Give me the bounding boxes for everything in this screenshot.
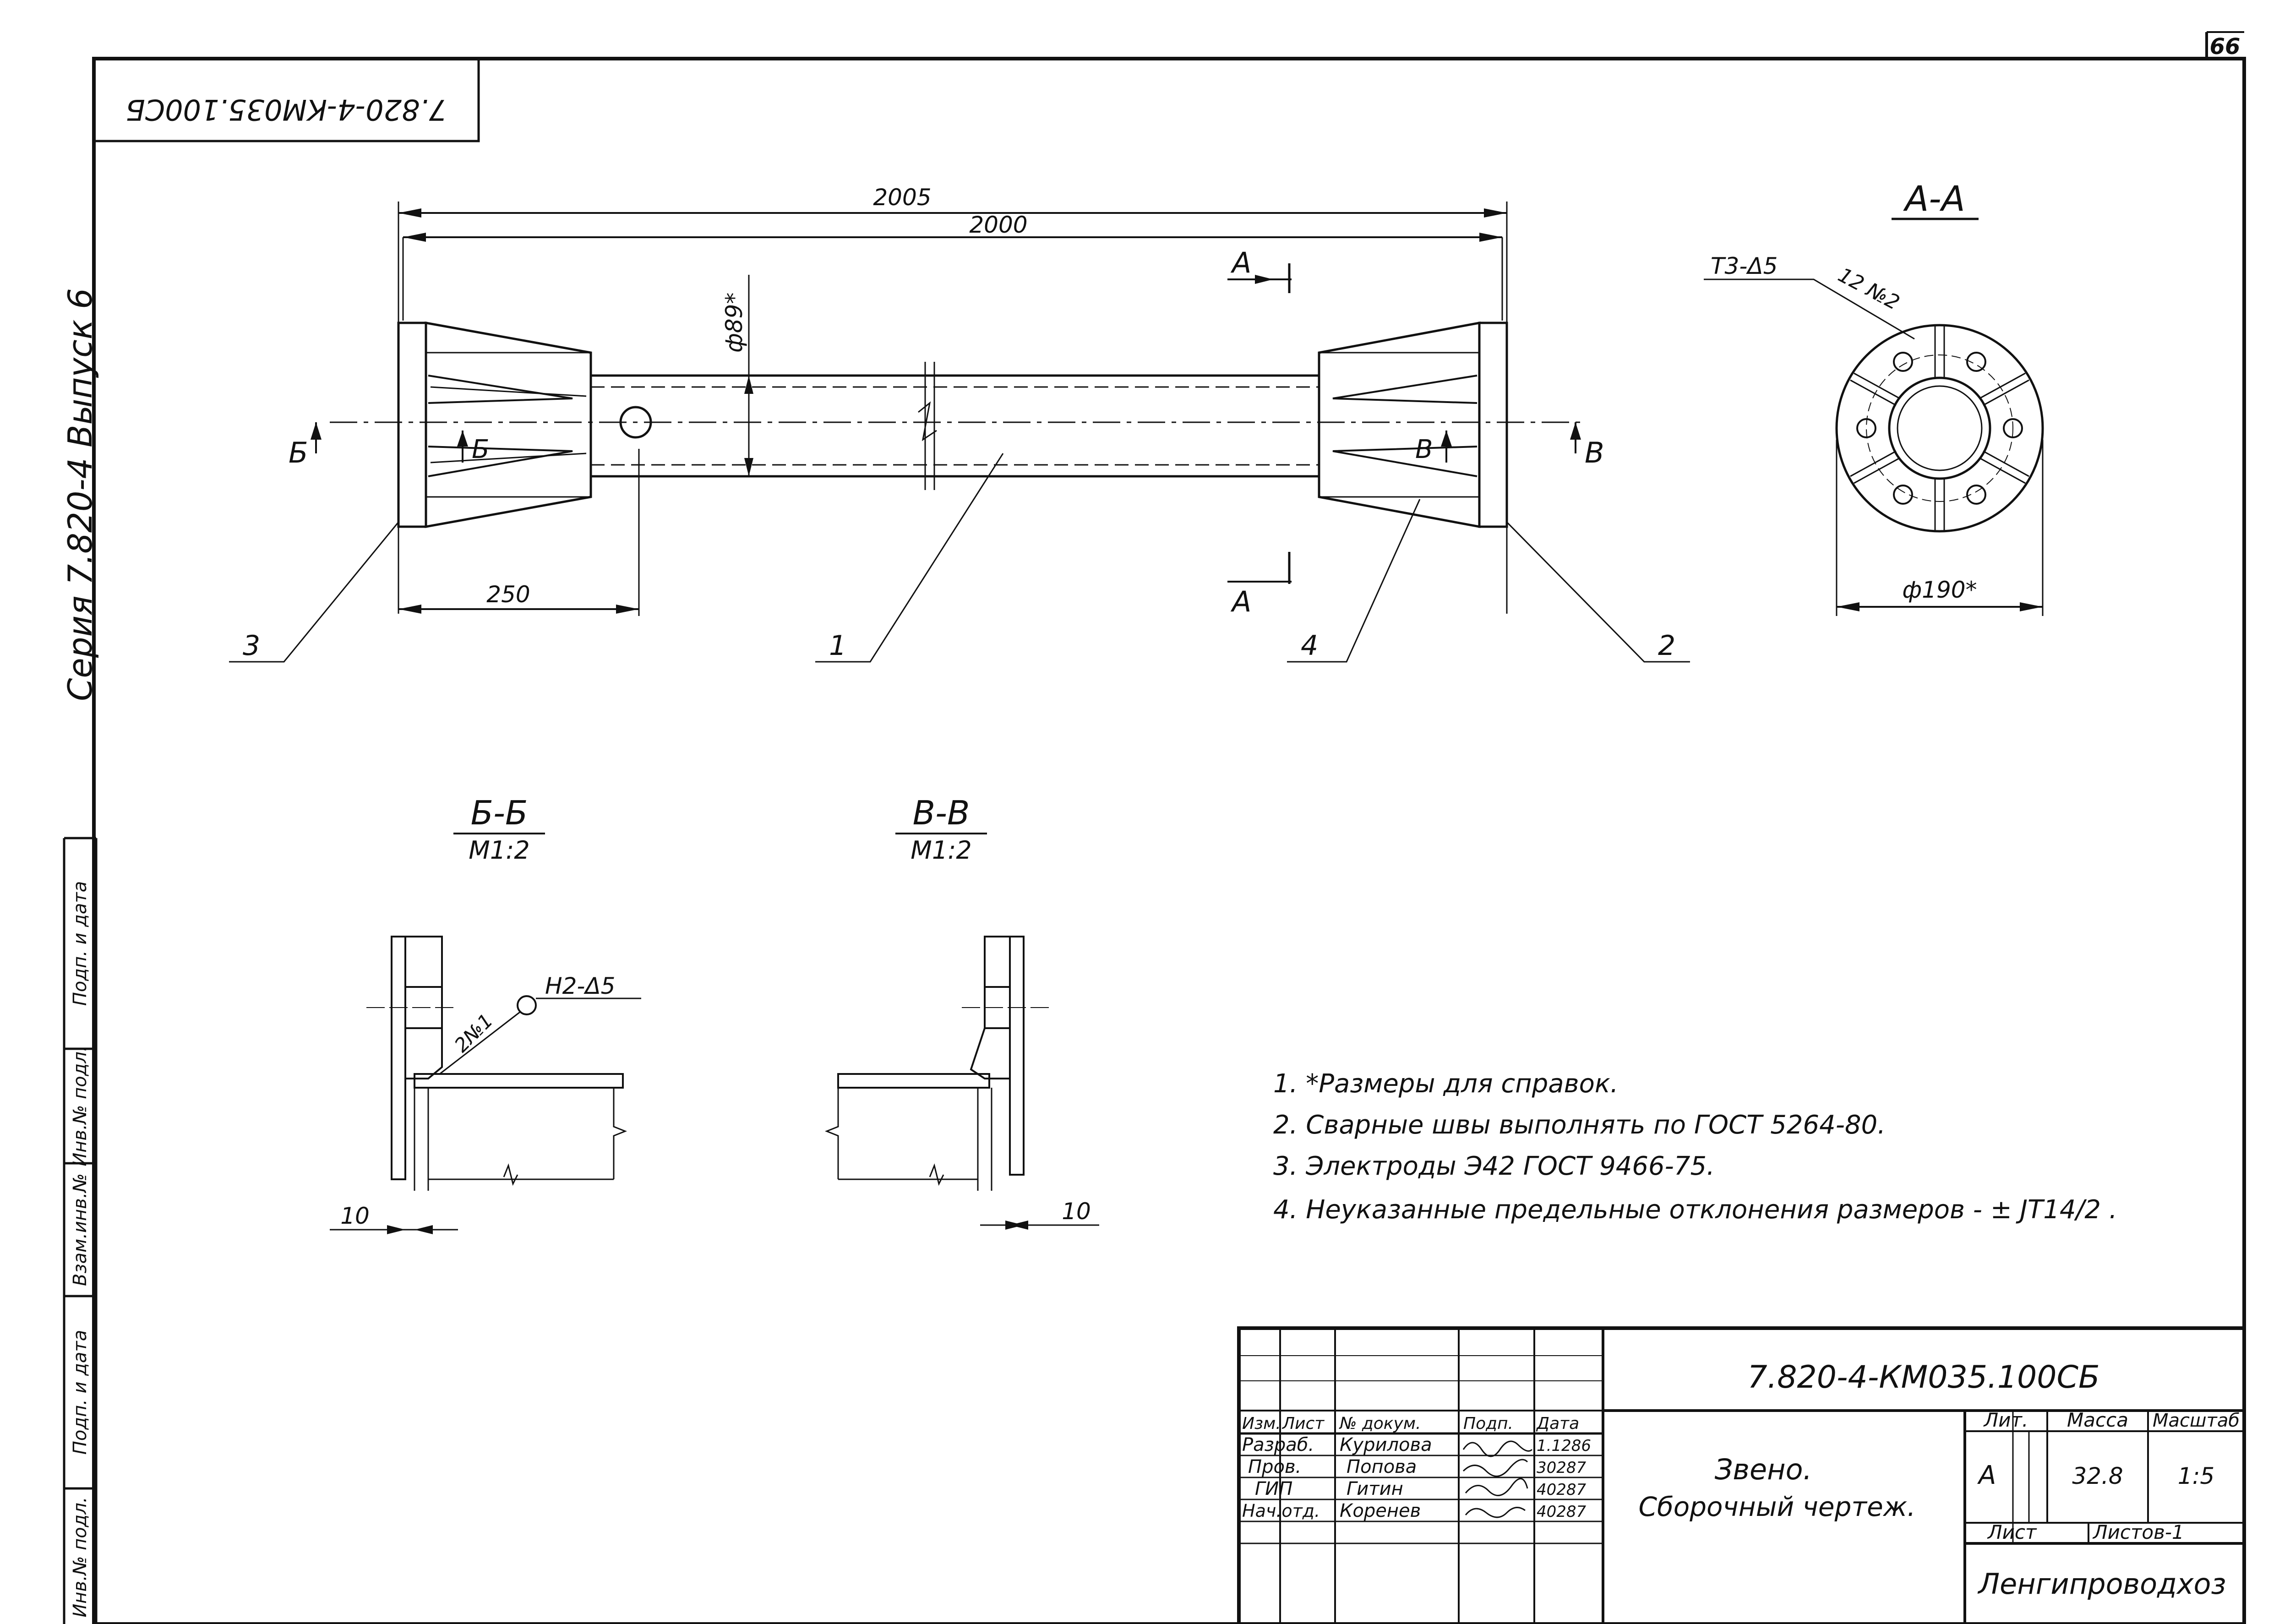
section-b-inner: Б xyxy=(472,435,489,464)
tb-date-1: 30287 xyxy=(1537,1459,1587,1477)
callout-1: 1 xyxy=(829,630,846,662)
callout-1-leader xyxy=(815,453,1004,663)
page-number: 66 xyxy=(2210,34,2241,60)
tb-lit-value: А xyxy=(1977,1461,1996,1490)
callout-4-leader xyxy=(1287,499,1421,663)
tb-hdr-date: Дата xyxy=(1536,1414,1579,1433)
bolt-hole xyxy=(1966,485,1986,505)
left-strip: Подп. и дата Инв.№ подл. Взам.инв.№ Подп… xyxy=(63,837,98,1624)
callout-4: 4 xyxy=(1301,630,1318,662)
strip-vzam-inv: Взам.инв.№ xyxy=(70,1173,91,1286)
section-b-left: Б xyxy=(289,436,308,469)
tb-name-2: Гитин xyxy=(1347,1478,1403,1499)
flange-outer xyxy=(1835,324,2044,533)
tb-name-1: Попова xyxy=(1347,1456,1417,1477)
tb-organization: Ленгипроводхоз xyxy=(1978,1567,2226,1601)
main-view: 2005 2000 ф89* xyxy=(229,184,1690,663)
tb-date-3: 40287 xyxy=(1537,1503,1587,1521)
note-2: 2. Сварные швы выполнять по ГОСТ 5264-80… xyxy=(1273,1110,1886,1140)
tb-name-0: Курилова xyxy=(1340,1434,1432,1455)
section-bb: Б-Б М1:2 Н2-Δ5 2№1 10 xyxy=(330,794,641,1234)
series-side-label: Серия 7.820-4 Выпуск 6 xyxy=(61,288,99,701)
section-vv-dim: 10 xyxy=(1062,1198,1091,1225)
title-block: 7.820-4-КМ035.100СБ Изм. Лист № докум. П… xyxy=(1237,1326,2246,1624)
strip-podp-data-1: Подп. и дата xyxy=(70,881,91,1006)
section-v-inner: В xyxy=(1415,435,1433,464)
bolt-hole xyxy=(1893,352,1913,372)
dim-diameter-89: ф89* xyxy=(721,293,747,353)
tb-designation: 7.820-4-КМ035.100СБ xyxy=(1747,1359,2099,1395)
signature-1 xyxy=(1462,1440,1533,1457)
tb-sheets-label: Листов-1 xyxy=(2092,1521,2184,1543)
section-vv-title: В-В xyxy=(913,794,970,832)
weld-h2: Н2-Δ5 xyxy=(545,973,615,999)
callout-2-leader xyxy=(1506,521,1690,663)
corner-stamp: 7.820-4-КМ035.100СБ xyxy=(125,93,447,126)
tb-name-3: Коренев xyxy=(1340,1500,1421,1521)
strip-inv-podl-2: Инв.№ подл. xyxy=(70,1497,91,1617)
callout-3-leader xyxy=(229,522,399,663)
callout-2: 2 xyxy=(1658,630,1675,662)
outer-frame xyxy=(92,57,2246,1624)
signature-2 xyxy=(1462,1459,1528,1477)
left-flange-cone xyxy=(425,322,592,528)
weld-t3: Т3-Δ5 xyxy=(1711,253,1777,279)
note-3: 3. Электроды Э42 ГОСТ 9466-75. xyxy=(1273,1151,1715,1181)
right-flange-plate xyxy=(1478,322,1508,528)
tb-scale-value: 1:5 xyxy=(2178,1463,2214,1489)
tb-hdr-doc: № докум. xyxy=(1339,1414,1421,1433)
tb-role-2: ГИП xyxy=(1255,1478,1292,1499)
strip-inv-podl: Инв.№ подл. xyxy=(70,1046,91,1166)
section-bb-dim: 10 xyxy=(340,1203,370,1229)
note-1: 1. *Размеры для справок. xyxy=(1273,1069,1619,1099)
dim-2000: 2000 xyxy=(969,212,1027,238)
dim-250: 250 xyxy=(486,581,530,608)
bolt-hole xyxy=(2003,418,2023,438)
section-vv: В-В М1:2 10 xyxy=(824,794,1099,1230)
tb-role-1: Пров. xyxy=(1248,1456,1301,1477)
left-flange-plate xyxy=(397,322,427,528)
section-bb-title: Б-Б xyxy=(471,794,528,832)
callout-3: 3 xyxy=(243,630,260,662)
tb-hdr-list: Лист xyxy=(1281,1414,1325,1433)
pipe-outer xyxy=(1888,376,1991,480)
bolt-hole xyxy=(1856,418,1876,438)
tb-date-0: 1.1286 xyxy=(1537,1437,1591,1455)
tb-item-desc: Сборочный чертеж. xyxy=(1638,1491,1915,1522)
tb-lit-label: Лит. xyxy=(1983,1409,2028,1431)
signature-4 xyxy=(1465,1507,1526,1518)
tb-role-3: Нач.отд. xyxy=(1242,1501,1320,1521)
section-vv-scale: М1:2 xyxy=(911,836,972,865)
strip-podp-data-2: Подп. и дата xyxy=(70,1330,91,1455)
section-bb-scale: М1:2 xyxy=(469,836,530,865)
tb-date-2: 40287 xyxy=(1537,1481,1587,1499)
section-a-top: А xyxy=(1230,246,1251,279)
tb-mass-value: 32.8 xyxy=(2072,1463,2123,1489)
weld-note-12: 12 №2 xyxy=(1834,263,1903,315)
tb-mass-label: Масса xyxy=(2067,1409,2128,1431)
view-aa: А-А Т3-Δ5 12 №2 ф190* xyxy=(1704,178,2044,616)
bolt-hole xyxy=(1893,485,1913,505)
tb-item-name: Звено. xyxy=(1715,1453,1812,1486)
section-a-bottom: А xyxy=(1230,585,1251,618)
dim-diameter-190: ф190* xyxy=(1902,577,1977,603)
tb-hdr-podp: Подп. xyxy=(1463,1414,1513,1433)
note-4: 4. Неуказанные предельные отклонения раз… xyxy=(1273,1195,2117,1225)
corner-stamp-box xyxy=(93,57,480,142)
tb-sheet-label: Лист xyxy=(1987,1521,2037,1543)
signature-3 xyxy=(1465,1478,1528,1496)
tb-hdr-izm: Изм. xyxy=(1242,1414,1281,1433)
tb-role-0: Разраб. xyxy=(1242,1434,1314,1455)
tb-scale-label: Масштаб xyxy=(2153,1410,2240,1431)
bolt-hole xyxy=(1966,352,1986,372)
right-flange-cone xyxy=(1318,321,1481,529)
view-aa-title: А-А xyxy=(1903,178,1965,219)
pipe-inner xyxy=(1897,385,1983,471)
section-v-right: В xyxy=(1585,436,1604,469)
dim-2005: 2005 xyxy=(873,184,931,211)
notes: 1. *Размеры для справок. 2. Сварные швы … xyxy=(1273,1069,2117,1225)
weld-note-2: 2№1 xyxy=(450,1009,497,1057)
